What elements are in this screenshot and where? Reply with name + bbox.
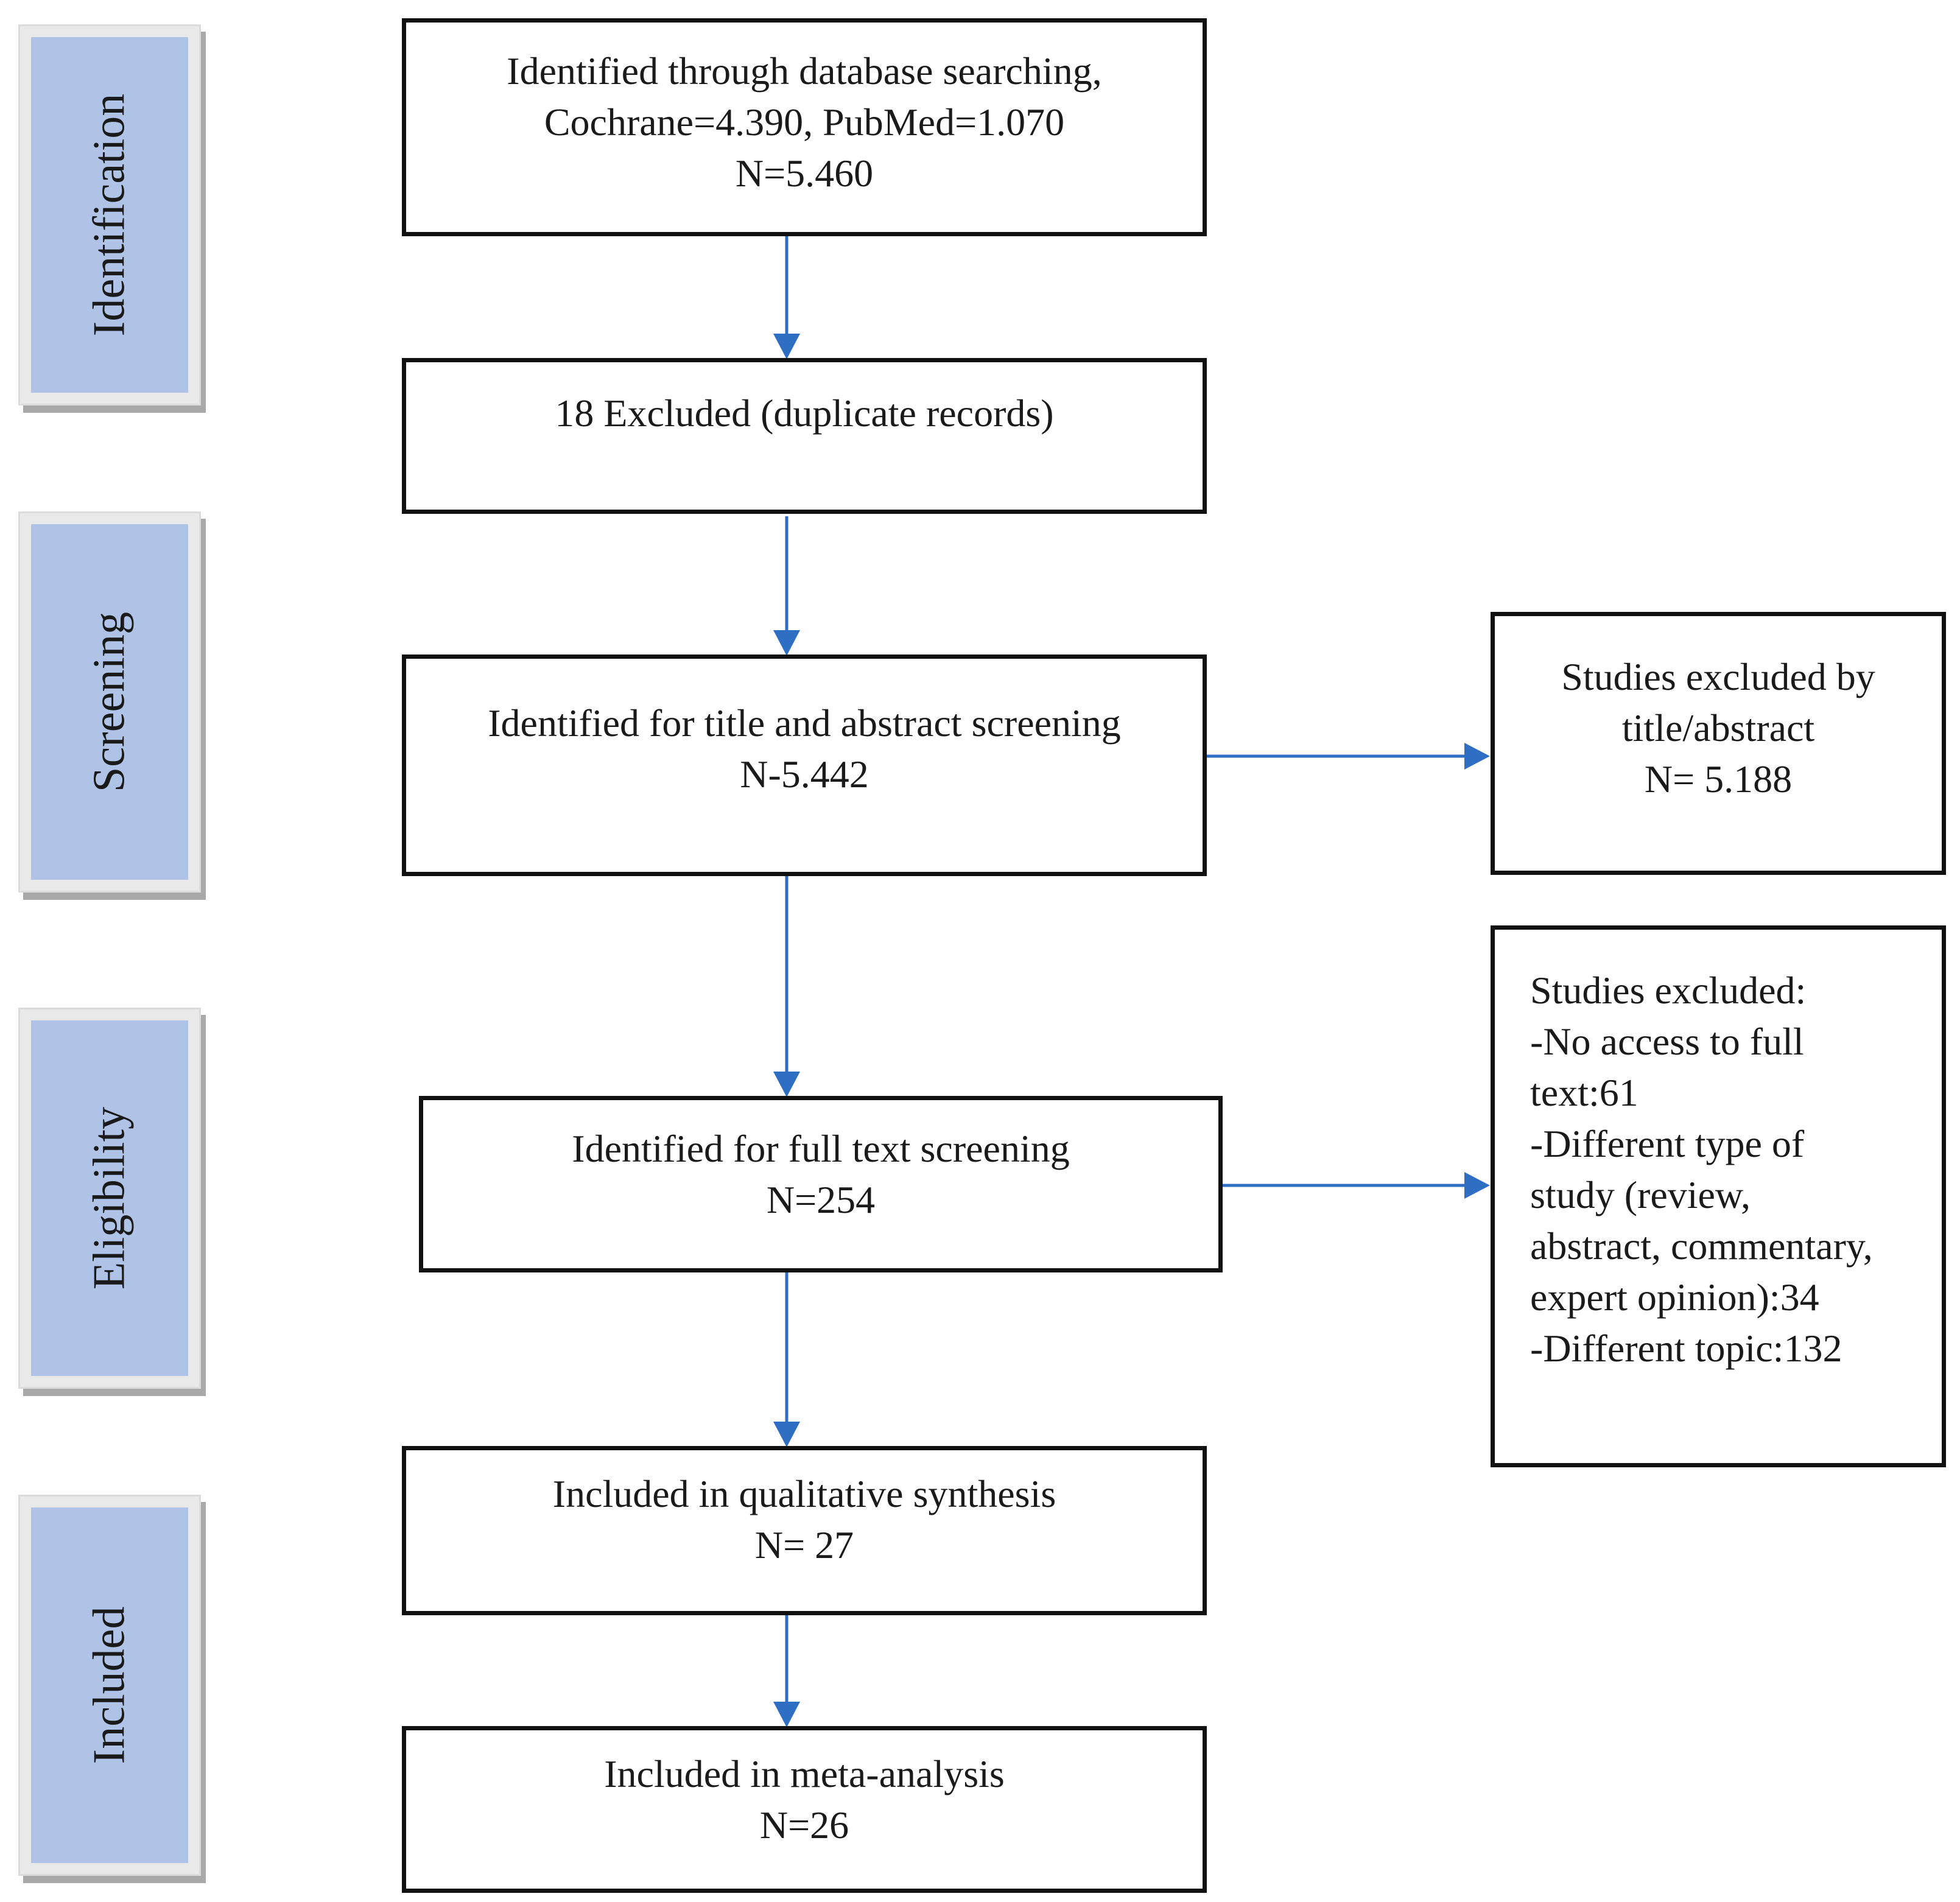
box-full-text-screening: Identified for full text screening N=254 [419, 1096, 1223, 1272]
stage-screening: Screening [18, 511, 201, 893]
box-identified-database: Identified through database searching, C… [402, 18, 1207, 236]
box-identified-database-line-2: Cochrane=4.390, PubMed=1.070 [544, 100, 1065, 144]
arrowhead-6 [1464, 1172, 1490, 1199]
box-excluded-full-text-line-4: -Different type of [1530, 1122, 1805, 1165]
box-excluded-title-abstract-line-3: N= 5.188 [1644, 757, 1793, 801]
box-identified-database-line-3: N=5.460 [735, 152, 874, 195]
arrowhead-2 [773, 630, 800, 656]
box-qualitative-synthesis-line-1: Included in qualitative synthesis [552, 1472, 1056, 1515]
box-excluded-full-text-line-8: -Different topic:132 [1530, 1327, 1842, 1370]
box-excluded-full-text-line-3: text:61 [1530, 1071, 1639, 1114]
arrowhead-5 [773, 1422, 800, 1447]
box-full-text-screening-line-1: Identified for full text screening [572, 1127, 1070, 1170]
box-excluded-title-abstract-line-2: title/abstract [1621, 706, 1815, 749]
box-excluded-duplicates-line-1: 18 Excluded (duplicate records) [555, 391, 1054, 435]
arrowhead-7 [773, 1702, 800, 1727]
stage-identification-fill: Identification [31, 37, 188, 393]
box-qualitative-synthesis-line-2: N= 27 [754, 1523, 854, 1567]
box-excluded-full-text-line-7: expert opinion):34 [1530, 1276, 1819, 1319]
stage-screening-fill: Screening [31, 524, 188, 880]
arrowhead-3 [773, 1072, 800, 1097]
box-excluded-title-abstract-line-1: Studies excluded by [1561, 655, 1875, 698]
box-meta-analysis-line-1: Included in meta-analysis [604, 1752, 1005, 1795]
box-meta-analysis: Included in meta-analysis N=26 [402, 1726, 1207, 1893]
stage-eligibility-fill: Eligibility [31, 1020, 188, 1376]
box-excluded-full-text-line-5: study (review, [1530, 1173, 1751, 1216]
box-title-abstract-screening-line-1: Identified for title and abstract screen… [488, 701, 1121, 745]
box-excluded-full-text: Studies excluded: -No access to full tex… [1491, 925, 1946, 1467]
box-title-abstract-screening: Identified for title and abstract screen… [402, 654, 1207, 876]
stage-eligibility: Eligibility [18, 1008, 201, 1389]
box-qualitative-synthesis: Included in qualitative synthesis N= 27 [402, 1446, 1207, 1615]
box-identified-database-line-1: Identified through database searching, [507, 49, 1102, 93]
stage-identification: Identification [18, 24, 201, 405]
arrowhead-4 [1464, 743, 1490, 770]
box-excluded-title-abstract: Studies excluded by title/abstract N= 5.… [1491, 612, 1946, 875]
stage-included: Included [18, 1495, 201, 1876]
box-full-text-screening-line-2: N=254 [766, 1178, 876, 1221]
box-excluded-duplicates: 18 Excluded (duplicate records) [402, 358, 1207, 514]
box-title-abstract-screening-line-2: N-5.442 [740, 753, 869, 796]
box-excluded-full-text-line-2: -No access to full [1530, 1020, 1804, 1063]
box-excluded-full-text-line-1: Studies excluded: [1530, 969, 1807, 1012]
arrowhead-1 [773, 334, 800, 359]
box-meta-analysis-line-2: N=26 [759, 1803, 849, 1847]
stage-included-fill: Included [31, 1507, 188, 1863]
box-excluded-full-text-line-6: abstract, commentary, [1530, 1224, 1873, 1268]
